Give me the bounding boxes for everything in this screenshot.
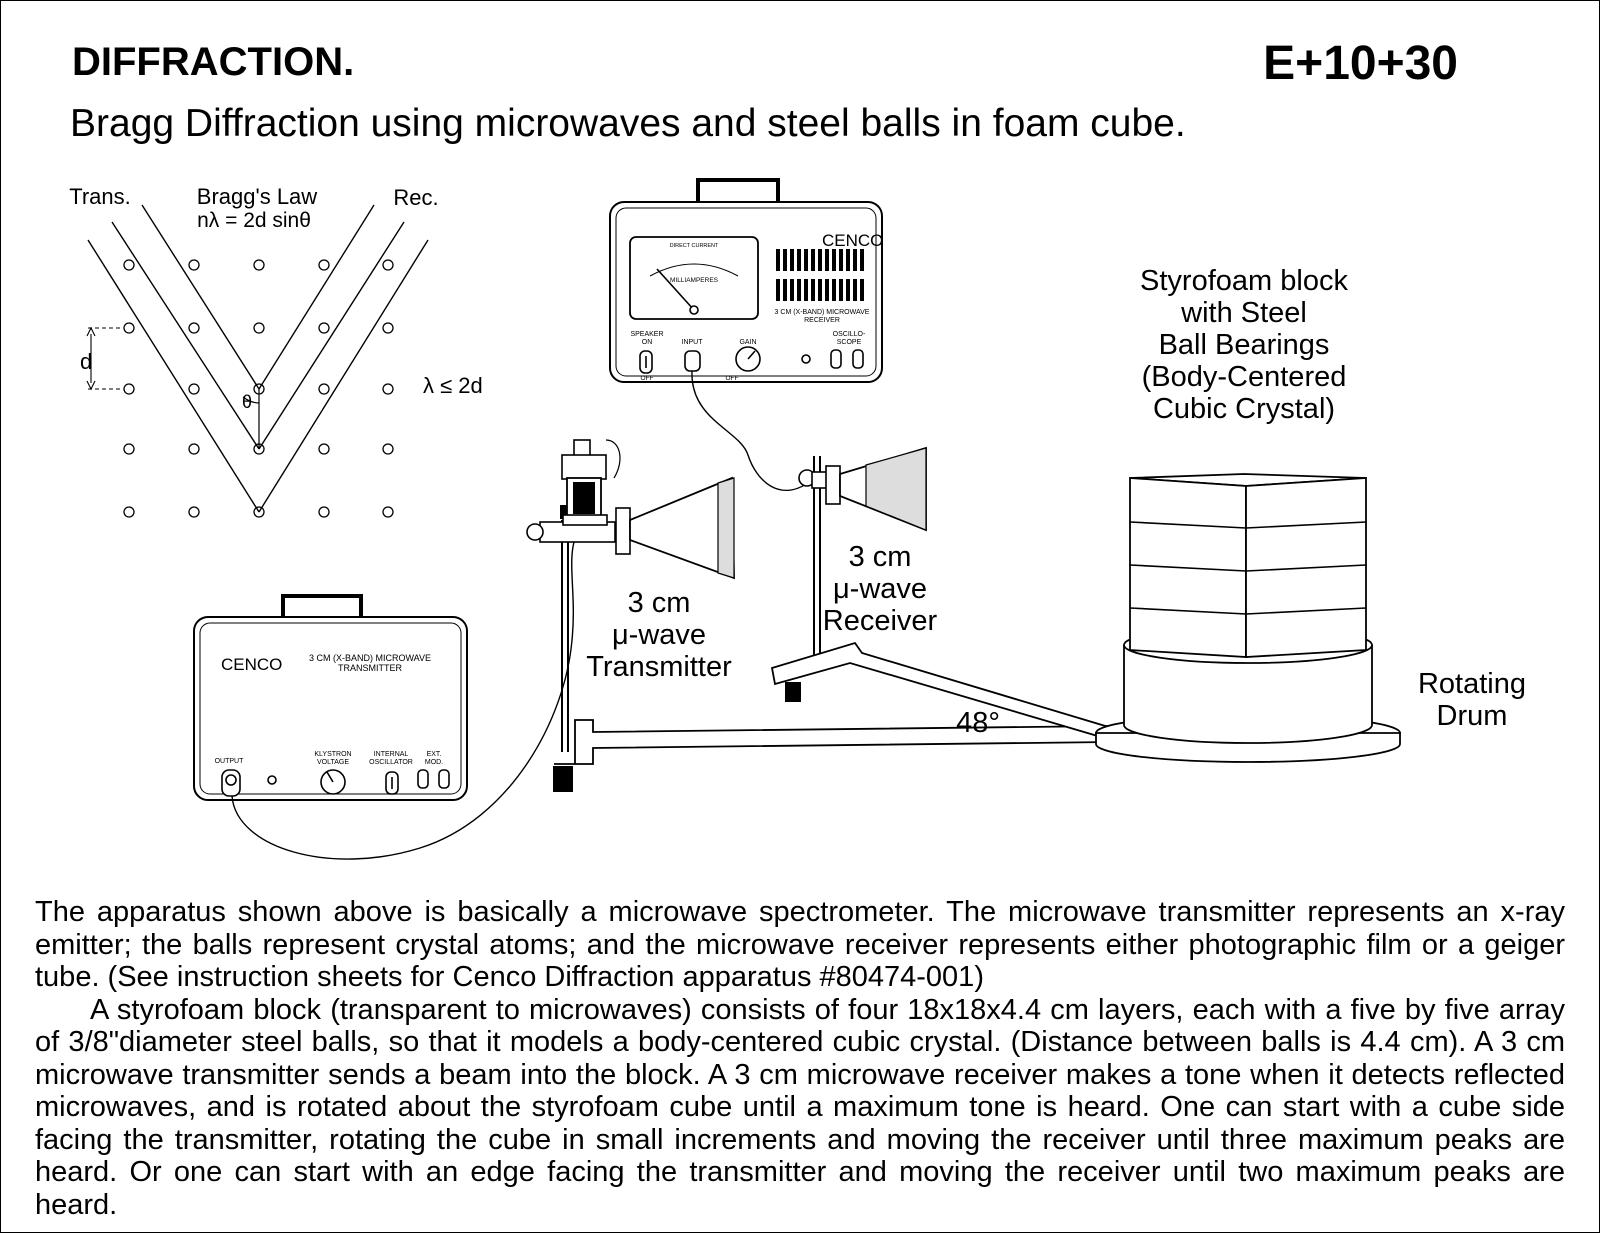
meter-top-label: DIRECT CURRENT <box>670 243 719 249</box>
klystron-tube <box>561 439 621 526</box>
scope-label-line2: SCOPE <box>837 339 862 346</box>
speaker-off-label: OFF <box>641 375 654 382</box>
gain-label: GAIN <box>739 339 756 346</box>
transmitter-horn <box>615 476 735 580</box>
output-jack <box>221 769 241 797</box>
transmitter-model-line2: TRANSMITTER <box>338 663 402 673</box>
svg-text:Rotating: Rotating <box>1418 668 1526 700</box>
klystron-label-line1: KLYSTRON <box>314 751 351 758</box>
receiver-handle <box>696 178 780 210</box>
transmitter-panel-text: CENCO 3 CM (X-BAND) MICROWAVE TRANSMITTE… <box>215 653 444 766</box>
theta-label: θ <box>242 392 252 412</box>
incident-rays <box>87 204 260 513</box>
ext-mod-label-line1: EXT. <box>427 751 442 758</box>
scope-label-line1: OSCILLO- <box>833 331 866 338</box>
receiver-panel-text: CENCO DIRECT CURRENT MILLIAMPERES 3 CM (… <box>630 231 883 382</box>
input-cable <box>691 370 813 492</box>
svg-text:3 cm: 3 cm <box>628 587 691 619</box>
speaker-label-line2: ON <box>642 339 653 346</box>
meter-face <box>629 236 759 320</box>
theta-arc <box>242 396 260 404</box>
condition-label: λ ≤ 2d <box>423 373 483 398</box>
d-label: d <box>80 349 92 374</box>
receiver-grille <box>776 249 864 301</box>
meter-unit-label: MILLIAMPERES <box>670 277 719 284</box>
svg-text:Drum: Drum <box>1437 700 1508 732</box>
description-paragraph-2: A styrofoam block (transparent to microw… <box>35 993 1565 1221</box>
output-label: OUTPUT <box>215 758 245 765</box>
klystron-label-line2: VOLTAGE <box>317 759 349 766</box>
meter-needle <box>656 268 695 311</box>
receiver-model-line2: RECEIVER <box>804 317 840 324</box>
styrofoam-label: Styrofoam block with Steel Ball Bearings… <box>1140 265 1348 425</box>
svg-text:Receiver: Receiver <box>823 605 938 637</box>
ext-mod-label-line2: MOD. <box>425 759 443 766</box>
apparatus-diagram: Trans. Bragg's Law nλ = 2d sinθ Rec. d θ… <box>69 178 1526 860</box>
svg-text:Transmitter: Transmitter <box>586 651 732 683</box>
oscillator-label-line2: OSCILLATOR <box>369 759 413 766</box>
transmitter-model-line1: 3 CM (X-BAND) MICROWAVE <box>309 653 431 663</box>
drum-label: Rotating Drum <box>1418 668 1526 732</box>
page-title: DIFFRACTION. <box>72 40 355 84</box>
receiver-unit <box>609 178 883 492</box>
receiver-model-line1: 3 CM (X-BAND) MICROWAVE <box>775 309 870 316</box>
input-label: INPUT <box>682 339 704 346</box>
demo-code: E+10+30 <box>1263 37 1458 90</box>
rec-label: Rec. <box>393 185 438 210</box>
svg-text:μ-wave: μ-wave <box>612 619 706 651</box>
inset-labels: Trans. Bragg's Law nλ = 2d sinθ Rec. d θ… <box>69 184 483 412</box>
svg-text:3 cm: 3 cm <box>849 541 912 573</box>
styrofoam-block <box>1129 473 1367 658</box>
law-label: Bragg's Law <box>197 184 317 209</box>
lattice-dots <box>123 259 394 518</box>
description: The apparatus shown above is basically a… <box>35 896 1565 1221</box>
gain-off-label: OFF <box>726 375 739 382</box>
bragg-inset <box>86 204 429 518</box>
reflected-rays <box>258 204 429 513</box>
receiver-horn <box>825 446 927 532</box>
input-jack <box>684 350 701 372</box>
oscillator-label-line1: INTERNAL <box>374 751 409 758</box>
d-dimension <box>86 326 122 391</box>
transmitter-unit <box>193 517 589 860</box>
svg-text:μ-wave: μ-wave <box>833 573 927 605</box>
speaker-label-line1: SPEAKER <box>630 331 663 338</box>
receiver-brand: CENCO <box>822 231 883 250</box>
receiver-label: 3 cm μ-wave Receiver <box>823 541 938 637</box>
svg-text:(Body-Centered: (Body-Centered <box>1142 361 1347 393</box>
description-paragraph-1: The apparatus shown above is basically a… <box>35 896 1565 993</box>
svg-text:Cubic Crystal): Cubic Crystal) <box>1153 393 1335 425</box>
angle-label: 48° <box>956 707 1000 739</box>
page-subtitle: Bragg Diffraction using microwaves and s… <box>70 102 1186 145</box>
receiver-stand <box>770 456 1124 744</box>
svg-text:Ball Bearings: Ball Bearings <box>1159 329 1330 361</box>
law-formula: nλ = 2d sinθ <box>197 209 311 232</box>
svg-text:with Steel: with Steel <box>1180 297 1307 329</box>
trans-label: Trans. <box>69 184 131 209</box>
output-cable <box>231 517 589 860</box>
transmitter-label: 3 cm μ-wave Transmitter <box>586 587 732 683</box>
transmitter-handle <box>281 594 363 625</box>
transmitter-brand: CENCO <box>221 655 282 674</box>
svg-text:Styrofoam block: Styrofoam block <box>1140 265 1348 297</box>
